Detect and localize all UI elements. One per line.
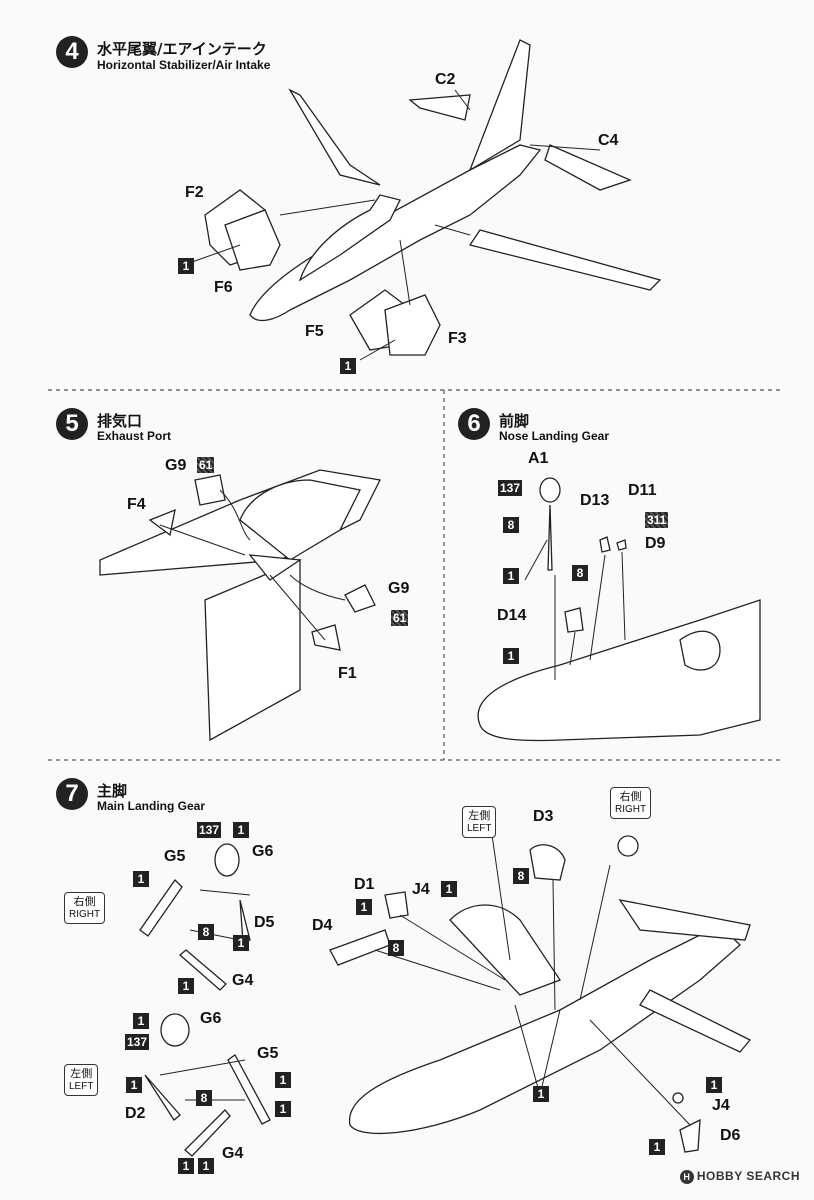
side-tag-left-main: 左側 LEFT — [462, 806, 497, 838]
part-label-d3: D3 — [533, 808, 554, 825]
side-tag-jp: 右側 — [73, 895, 96, 908]
color-code-box: 1 — [706, 1077, 722, 1093]
color-code-box: 137 — [498, 480, 523, 496]
color-code-box: 1 — [503, 568, 519, 584]
part-label-j4: J4 — [412, 881, 430, 898]
color-code-box: 137 — [125, 1034, 150, 1050]
color-code-box: 61 — [197, 457, 215, 473]
step-4-title-jp: 水平尾翼/エアインテーク — [97, 40, 267, 58]
part-label-f5: F5 — [305, 323, 324, 340]
side-tag-en: RIGHT — [69, 909, 101, 920]
part-label-g5: G5 — [164, 848, 186, 865]
part-label-d14: D14 — [497, 607, 527, 624]
part-label-f3: F3 — [448, 330, 467, 347]
color-code-box: 1 — [533, 1086, 549, 1102]
side-tag-left: 左側 LEFT — [64, 1064, 99, 1096]
part-label-d5: D5 — [254, 914, 275, 931]
side-tag-en: LEFT — [69, 1081, 94, 1092]
color-code-box: 8 — [513, 868, 529, 884]
part-label-g6: G6 — [200, 1010, 222, 1027]
part-label-g9: G9 — [165, 457, 187, 474]
color-code-box: 1 — [340, 358, 356, 374]
watermark-text: HOBBY SEARCH — [696, 1169, 800, 1184]
step-4-title-en: Horizontal Stabilizer/Air Intake — [97, 58, 271, 72]
part-label-f1: F1 — [338, 665, 357, 682]
step-5-title-jp: 排気口 — [97, 412, 143, 430]
part-label-g6: G6 — [252, 843, 274, 860]
part-label-d4: D4 — [312, 917, 333, 934]
step6-aircraft-drawing — [477, 477, 761, 742]
part-label-d2: D2 — [125, 1105, 146, 1122]
part-label-c4: C4 — [598, 132, 619, 149]
part-label-d6: D6 — [720, 1127, 741, 1144]
step-6-title-jp: 前脚 — [499, 412, 530, 430]
step6-leader-lines — [524, 539, 626, 680]
color-code-box: 8 — [572, 565, 588, 581]
color-code-box: 311 — [645, 512, 669, 528]
color-code-box: 1 — [649, 1139, 665, 1155]
step-5-title-en: Exhaust Port — [97, 429, 172, 443]
part-label-g4: G4 — [232, 972, 254, 989]
step-7-title-en: Main Landing Gear — [97, 799, 206, 813]
part-label-f4: F4 — [127, 496, 146, 513]
part-label-c2: C2 — [435, 71, 456, 88]
part-label-f6: F6 — [214, 279, 233, 296]
color-code-box: 1 — [356, 899, 372, 915]
side-tag-jp: 左側 — [468, 809, 491, 822]
part-label-g4: G4 — [222, 1145, 244, 1162]
side-tag-jp: 右側 — [619, 790, 642, 803]
step-number-5: 5 — [56, 408, 88, 440]
color-code-box: 1 — [178, 258, 194, 274]
side-tag-en: LEFT — [467, 823, 492, 834]
color-code-box: 1 — [233, 822, 249, 838]
part-label-f2: F2 — [185, 184, 204, 201]
part-label-d1: D1 — [354, 876, 375, 893]
step4-leader-lines — [191, 89, 601, 361]
color-code-box: 8 — [196, 1090, 212, 1106]
part-label-d13: D13 — [580, 492, 610, 509]
step7-left-gear-drawing — [139, 843, 271, 1157]
color-code-box: 1 — [233, 935, 249, 951]
color-code-box: 137 — [197, 822, 222, 838]
part-label-g9: G9 — [388, 580, 410, 597]
color-code-box: 1 — [198, 1158, 214, 1174]
side-tag-en: RIGHT — [615, 804, 647, 815]
step-6-title-en: Nose Landing Gear — [499, 429, 610, 443]
section-dividers — [48, 389, 780, 761]
part-label-d9: D9 — [645, 535, 666, 552]
color-code-box: 1 — [275, 1101, 291, 1117]
part-label-j4: J4 — [712, 1097, 730, 1114]
side-tag-right-main: 右側 RIGHT — [610, 787, 652, 819]
step7-leader-lines — [159, 834, 691, 1126]
color-code-box: 8 — [198, 924, 214, 940]
color-code-box: 8 — [503, 517, 519, 533]
color-code-box: 1 — [178, 1158, 194, 1174]
step4-aircraft-drawing — [204, 39, 662, 356]
color-code-box: 61 — [391, 610, 409, 626]
color-code-box: 1 — [275, 1072, 291, 1088]
side-tag-jp: 左側 — [70, 1067, 93, 1080]
color-code-box: 1 — [133, 1013, 149, 1029]
step7-aircraft-drawing — [329, 835, 752, 1153]
part-label-d11: D11 — [628, 482, 657, 499]
part-label-a1: A1 — [528, 450, 549, 467]
step-number-6: 6 — [458, 408, 490, 440]
side-tag-right: 右側 RIGHT — [64, 892, 106, 924]
step-7-title-jp: 主脚 — [97, 782, 128, 800]
hobby-search-logo-icon: H — [679, 1170, 694, 1184]
color-code-box: 1 — [133, 871, 149, 887]
color-code-box: 1 — [178, 978, 194, 994]
step-number-4: 4 — [56, 36, 88, 68]
color-code-box: 1 — [441, 881, 457, 897]
step-number-7: 7 — [56, 778, 88, 810]
step5-leader-lines — [159, 489, 346, 641]
part-label-g5: G5 — [257, 1045, 279, 1062]
color-code-box: 8 — [388, 940, 404, 956]
color-code-box: 1 — [126, 1077, 142, 1093]
color-code-box: 1 — [503, 648, 519, 664]
